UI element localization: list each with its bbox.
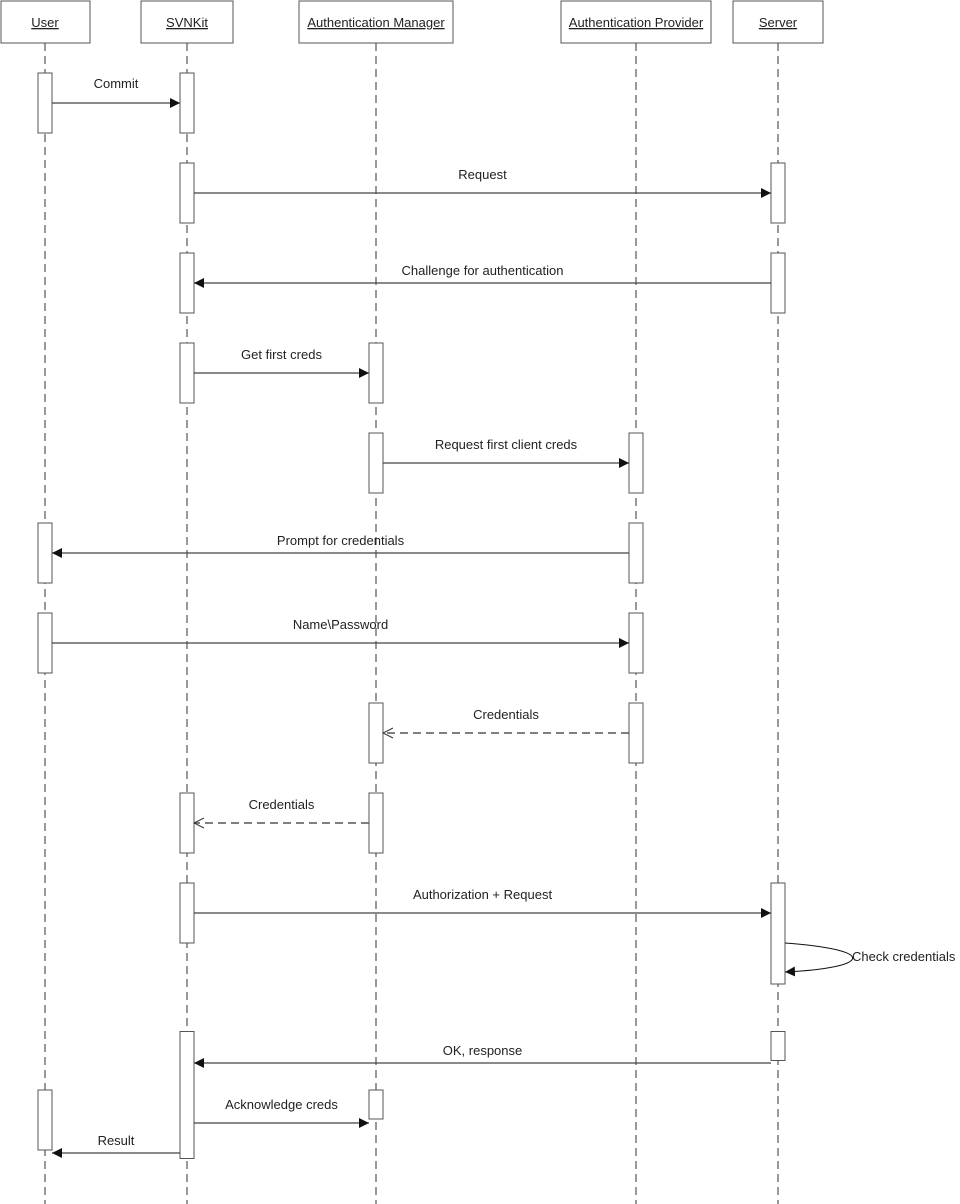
participant-box (298, 0, 454, 44)
message-7: Name\Password (52, 617, 629, 648)
activation-server (770, 882, 786, 985)
activation-server (770, 162, 786, 224)
participant-box (732, 0, 824, 44)
activation-svnkit (179, 792, 195, 854)
activation-authprov (628, 612, 644, 674)
participant-authprov: Authentication Provider (560, 0, 712, 44)
activation-authmgr (368, 1089, 384, 1120)
participant-label: User (31, 15, 59, 30)
participant-server: Server (732, 0, 824, 44)
activation-svnkit (179, 252, 195, 314)
participant-label: SVNKit (166, 15, 208, 30)
activation-user (37, 612, 53, 674)
message-1: Commit (52, 76, 180, 108)
activation-svnkit (179, 72, 195, 134)
activation-authmgr (368, 792, 384, 854)
activation-server (770, 252, 786, 314)
message-label: Prompt for credentials (277, 533, 405, 548)
activation-authprov (628, 522, 644, 584)
message-9: Credentials (194, 797, 369, 823)
message-label: Commit (94, 76, 139, 91)
participant-box (560, 0, 712, 44)
message-10: Authorization + Request (194, 887, 771, 918)
message-label: Result (98, 1133, 135, 1148)
message-label: Challenge for authentication (402, 263, 564, 278)
activation-authmgr (368, 702, 384, 764)
message-label: OK, response (443, 1043, 523, 1058)
message-6: Prompt for credentials (52, 533, 629, 558)
activation-server (770, 1031, 786, 1061)
message-5: Request first client creds (383, 437, 629, 468)
message-8: Credentials (383, 707, 629, 733)
message-label: Authorization + Request (413, 887, 553, 902)
participant-svnkit: SVNKit (140, 0, 234, 44)
message-label: Request first client creds (435, 437, 578, 452)
message-12: OK, response (194, 1043, 771, 1068)
activation-user (37, 522, 53, 584)
message-2: Request (194, 167, 771, 198)
activation-svnkit (179, 1031, 195, 1159)
participant-label: Server (759, 15, 798, 30)
message-label: Credentials (473, 707, 539, 722)
activation-authprov (628, 432, 644, 494)
participant-box (0, 0, 91, 44)
message-label: Get first creds (241, 347, 322, 362)
activation-user (37, 72, 53, 134)
activation-authmgr (368, 342, 384, 404)
message-14: Result (52, 1133, 180, 1158)
participant-authmgr: Authentication Manager (298, 0, 454, 44)
activation-user (37, 1089, 53, 1151)
activation-svnkit (179, 162, 195, 224)
participant-user: User (0, 0, 91, 44)
participant-box (140, 0, 234, 44)
message-label: Name\Password (293, 617, 388, 632)
activation-svnkit (179, 342, 195, 404)
message-label: Credentials (249, 797, 315, 812)
activation-authmgr (368, 432, 384, 494)
message-13: Acknowledge creds (194, 1097, 369, 1128)
participant-label: Authentication Manager (307, 15, 445, 30)
activation-authprov (628, 702, 644, 764)
message-3: Challenge for authentication (194, 263, 771, 288)
activation-svnkit (179, 882, 195, 944)
message-label: Check credentials (852, 949, 956, 964)
message-label: Request (458, 167, 507, 182)
message-11: Check credentials (784, 942, 956, 977)
participant-label: Authentication Provider (569, 15, 704, 30)
message-label: Acknowledge creds (225, 1097, 338, 1112)
self-message-arrow (784, 942, 853, 977)
message-4: Get first creds (194, 347, 369, 378)
